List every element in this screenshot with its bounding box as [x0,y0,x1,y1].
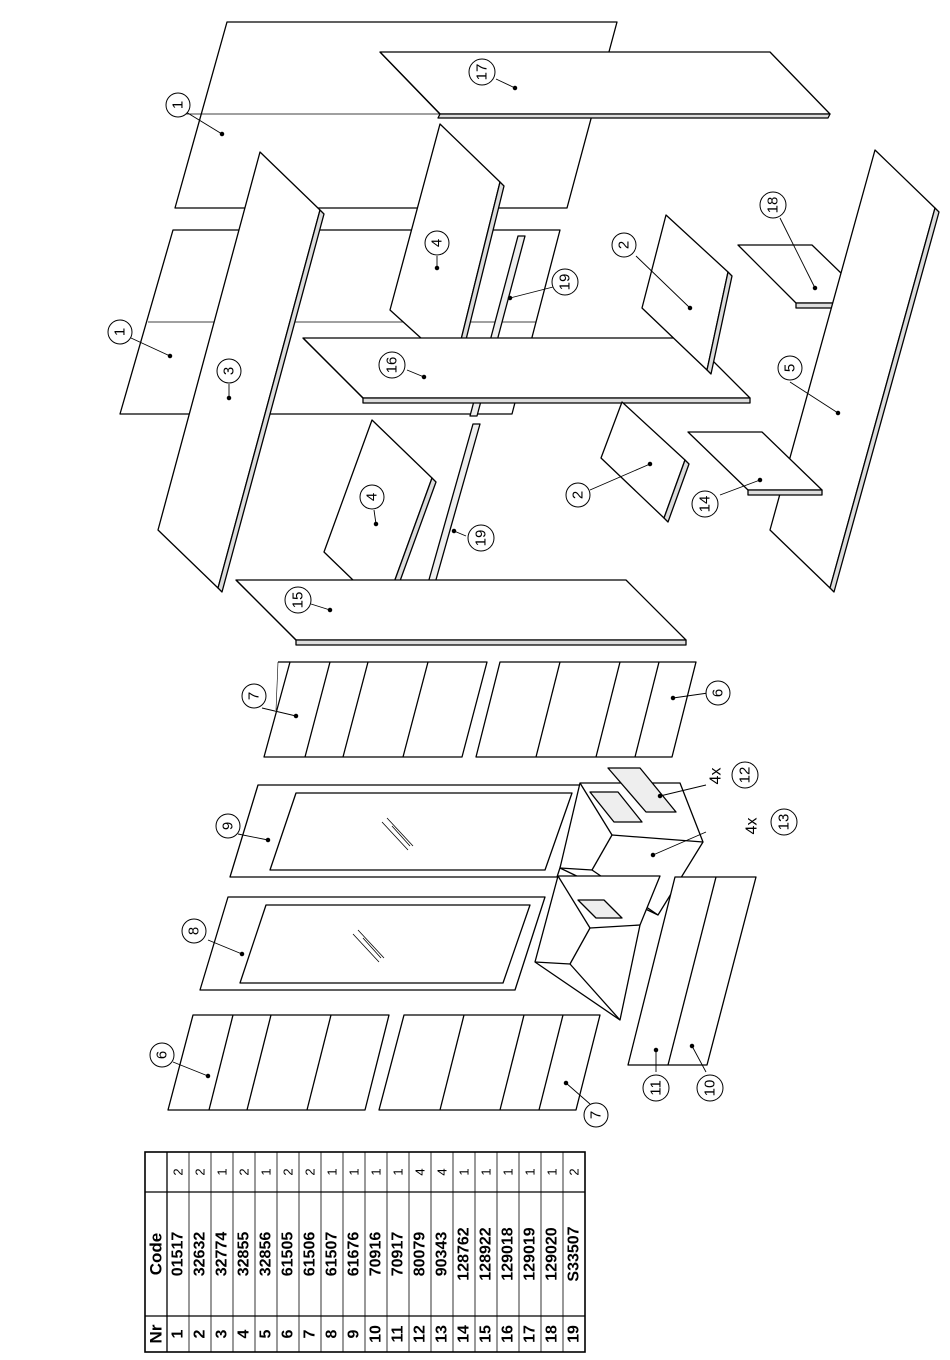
table-cell-nr: 9 [346,1329,363,1338]
table-cell-qty: 4 [413,1168,428,1175]
part-7-door-upper [264,662,487,757]
callout-label-4-bottom: 4 [364,493,381,501]
table-cell-nr: 15 [478,1325,495,1343]
callout-label-19-bottom: 19 [473,530,490,547]
callout-label-1-bottom: 1 [112,328,129,336]
table-cell-code: 32632 [192,1232,209,1277]
table-cell-nr: 10 [368,1325,385,1343]
part-9-glass-door [230,785,587,877]
table-cell-code: 32774 [214,1232,231,1277]
part-2-panel-bottom [601,402,689,522]
table-cell-qty: 2 [303,1168,318,1175]
callout-label-3: 3 [221,367,238,375]
callout-label-2-bottom: 2 [570,491,587,499]
table-cell-code: 01517 [170,1232,187,1277]
table-cell-qty: 1 [501,1168,516,1175]
table-cell-qty: 2 [281,1168,296,1175]
table-cell-qty: 1 [545,1168,560,1175]
table-cell-code: S33507 [566,1226,583,1281]
table-cell-qty: 1 [215,1168,230,1175]
callout-label-6-lower: 6 [154,1051,171,1059]
callout-label-17: 17 [474,64,491,81]
quantity-mark-12: 4x [708,768,725,785]
table-cell-qty: 1 [259,1168,274,1175]
table-cell-nr: 7 [302,1329,319,1338]
table-cell-nr: 11 [390,1325,407,1342]
callout-label-19-top: 19 [557,274,574,291]
callout-label-5: 5 [782,364,799,372]
callout-label-4-top: 4 [429,239,446,247]
table-cell-code: 129019 [522,1227,539,1280]
table-cell-code: 128922 [478,1227,495,1280]
table-cell-nr: 13 [434,1325,451,1343]
callout-label-18: 18 [765,197,782,214]
callout-label-10: 10 [702,1080,719,1097]
table-header-code: Code [147,1233,166,1276]
table-cell-code: 32856 [258,1232,275,1277]
table-cell-qty: 2 [237,1168,252,1175]
part-8-glass-door [200,897,545,990]
table-cell-qty: 1 [479,1168,494,1175]
callout-label-7-lower: 7 [588,1111,605,1119]
callout-label-11: 11 [648,1080,665,1096]
table-cell-qty: 2 [193,1168,208,1175]
callout-label-1-top: 1 [170,101,187,109]
table-cell-code: 32855 [236,1232,253,1277]
table-cell-nr: 8 [324,1329,341,1338]
table-cell-code: 129018 [500,1227,517,1280]
table-cell-code: 61506 [302,1232,319,1277]
table-cell-qty: 1 [369,1168,384,1175]
part-7-door-lower [379,1015,600,1110]
callout-label-16: 16 [384,357,401,374]
table-cell-nr: 12 [412,1325,429,1343]
callout-label-12: 12 [737,767,754,784]
table-cell-nr: 18 [544,1325,561,1343]
table-cell-nr: 4 [236,1329,253,1338]
table-cell-nr: 5 [258,1329,275,1338]
table-cell-code: 128762 [456,1227,473,1280]
table-cell-qty: 2 [567,1168,582,1175]
part-17-top-panel [380,52,830,118]
table-cell-qty: 1 [457,1168,472,1175]
part-6-door-lower [168,1015,389,1110]
table-cell-nr: 16 [500,1325,517,1343]
table-cell-code: 80079 [412,1232,429,1277]
table-cell-code: 70916 [368,1232,385,1277]
table-cell-qty: 2 [171,1168,186,1175]
table-cell-nr: 6 [280,1329,297,1338]
table-cell-code: 90343 [434,1232,451,1277]
table-cell-nr: 14 [456,1325,473,1343]
table-cell-code: 70917 [390,1232,407,1277]
table-cell-nr: 2 [192,1329,209,1338]
part-13-drawer-box-lower [535,876,660,1020]
callout-label-15: 15 [290,592,307,609]
table-cell-qty: 4 [435,1168,450,1175]
table-header-nr: Nr [147,1324,166,1343]
callout-label-8: 8 [186,927,203,935]
table-cell-nr: 19 [566,1325,583,1343]
table-cell-code: 129020 [544,1227,561,1280]
parts-table: Nr Code 10151722326322332774143285525328… [145,1152,585,1352]
callout-label-9: 9 [220,822,237,830]
table-cell-qty: 1 [523,1168,538,1175]
callout-label-6-upper: 6 [710,689,727,697]
table-cell-qty: 1 [391,1168,406,1175]
callout-label-14: 14 [697,496,714,513]
table-cell-code: 61505 [280,1232,297,1277]
table-cell-nr: 3 [214,1329,231,1338]
table-cell-nr: 17 [522,1325,539,1343]
quantity-mark-13: 4x [744,818,761,835]
table-cell-qty: 1 [347,1168,362,1175]
callout-label-7-upper: 7 [246,692,263,700]
table-cell-qty: 1 [325,1168,340,1175]
callout-label-2-top: 2 [616,241,633,249]
table-cell-code: 61507 [324,1232,341,1277]
part-6-door-upper [476,662,696,757]
table-cell-code: 61676 [346,1232,363,1277]
callout-label-13: 13 [776,814,793,831]
table-cell-nr: 1 [170,1329,187,1338]
